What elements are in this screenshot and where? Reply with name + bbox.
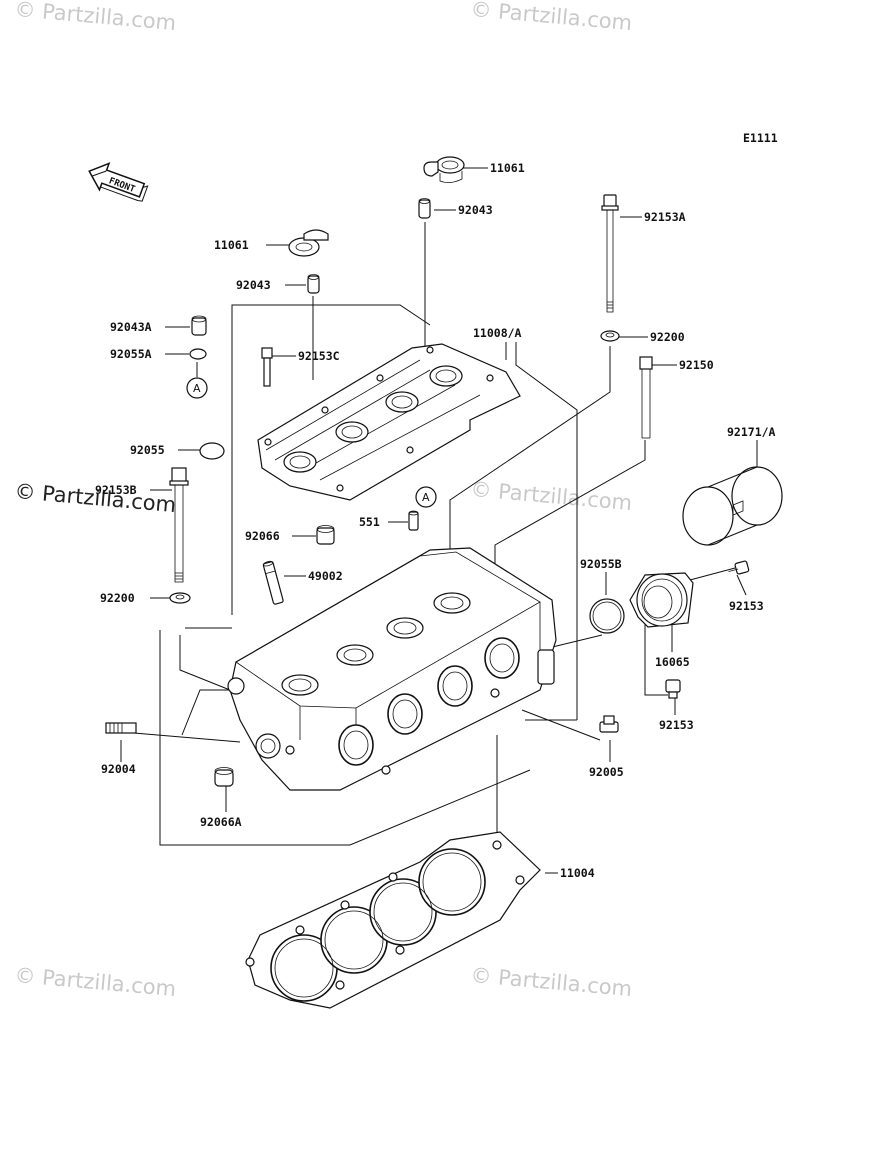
label-92153A: 92153A [644,210,686,224]
svg-text:A: A [193,382,201,395]
washer-92200-right [600,330,620,342]
cam-holder-11008A [257,343,521,501]
ref-marker-a-right: A [415,486,437,508]
label-92150: 92150 [679,358,714,372]
diagram-code: E1111 [743,131,778,145]
label-11061-left: 11061 [214,238,249,252]
watermark: © Partzilla.com [470,0,634,35]
seal-11061-top [423,156,465,183]
label-92200-left: 92200 [100,591,135,605]
guide-49002 [262,560,284,605]
label-92171A: 92171/A [727,425,776,439]
label-92153C: 92153C [298,349,340,363]
dowel-92043A [191,315,207,336]
label-92200-right: 92200 [650,330,685,344]
stud-92004 [105,722,137,734]
part-labels: 11061 92043 92153A 11061 92043 92043A 92… [95,161,776,880]
label-92153-upper: 92153 [729,599,764,613]
oring-92055B [589,598,625,634]
fitting-92005 [599,715,619,733]
label-92043-top: 92043 [458,203,493,217]
dowel-92043-top [418,198,431,219]
dowel-92043-left [307,274,320,294]
label-92043-left: 92043 [236,278,271,292]
watermark: © Partzilla.com [14,0,178,35]
seal-11061-left [288,229,329,257]
plug-92066 [316,525,335,545]
label-92055B: 92055B [580,557,622,571]
label-92043A: 92043A [110,320,152,334]
pin-551 [408,510,419,531]
label-11004: 11004 [560,866,595,880]
housing-16065 [629,572,694,628]
label-16065: 16065 [655,655,690,669]
label-92004: 92004 [101,762,136,776]
front-arrow-icon: FRONT [88,162,149,202]
bolt-92150 [639,356,653,439]
label-92055: 92055 [130,443,165,457]
label-92005: 92005 [589,765,624,779]
label-92153-lower: 92153 [659,718,694,732]
washer-92200-left [169,592,191,604]
label-11008A: 11008/A [473,326,522,340]
watermark: © Partzilla.com [14,963,178,1001]
bolt-92153B [169,467,189,583]
label-92055A: 92055A [110,347,152,361]
svg-text:A: A [422,491,430,504]
watermarks: © Partzilla.com © Partzilla.com © Partzi… [14,0,634,1001]
label-92066: 92066 [245,529,280,543]
cylinder-head [227,547,557,791]
bolt-92153A [601,194,619,313]
oring-92055A [189,348,207,360]
label-11061-top: 11061 [490,161,525,175]
leader-lines [120,167,758,874]
label-49002: 49002 [308,569,343,583]
label-92153B: 92153B [95,483,137,497]
label-92066A: 92066A [200,815,242,829]
watermark: © Partzilla.com [470,477,634,515]
oring-92055 [199,442,225,460]
bolt-92153-lower [665,679,681,699]
plug-92066A [214,767,234,787]
filter-92171A [682,466,783,546]
watermark: © Partzilla.com [470,963,634,1001]
bolt-92153C [261,347,273,387]
label-551: 551 [359,515,380,529]
ref-marker-a-left: A [186,377,208,399]
bolt-92153-upper [728,560,750,575]
head-gasket-11004 [245,831,541,1009]
